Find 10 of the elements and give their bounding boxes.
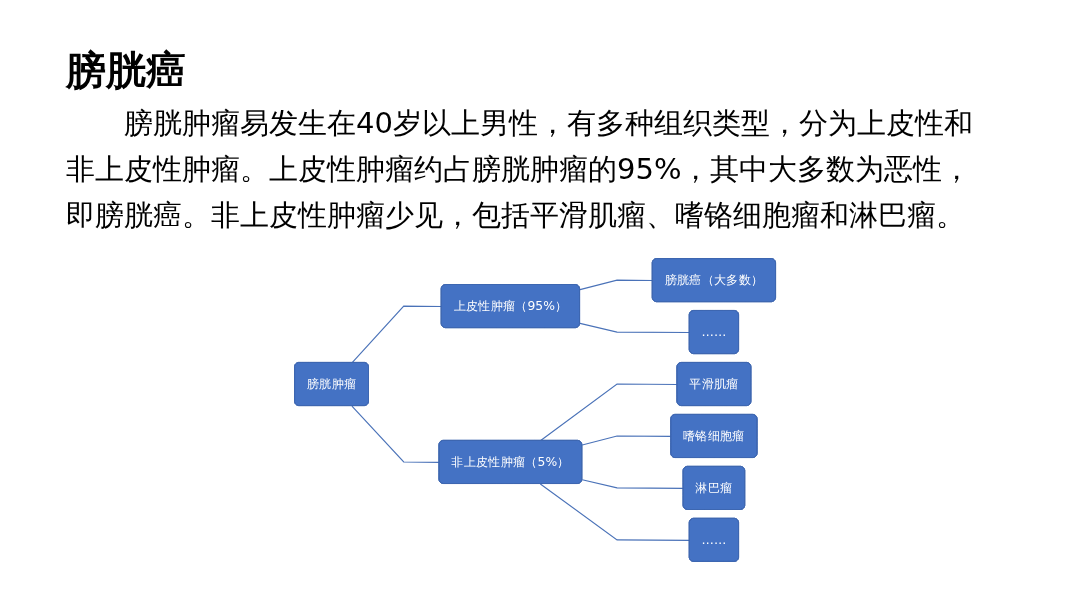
connector [579,322,691,334]
connector [539,383,678,442]
connector [351,305,443,364]
connector [579,279,654,291]
connector [581,435,672,446]
body-text: 膀胱肿瘤易发生在40岁以上男性，有多种组织类型，分为上皮性和非上皮性肿瘤。上皮性肿瘤约占膀胱肿瘤的95%，其中大多数为恶性，即膀胱癌。非上皮性肿瘤少见，包括平滑肌瘤、嗜铬细胞瘤和淋巴瘤。 [66,105,974,234]
connector [539,483,691,541]
title: 膀胱癌 [66,46,186,94]
connector [581,479,685,489]
connector [351,405,440,463]
